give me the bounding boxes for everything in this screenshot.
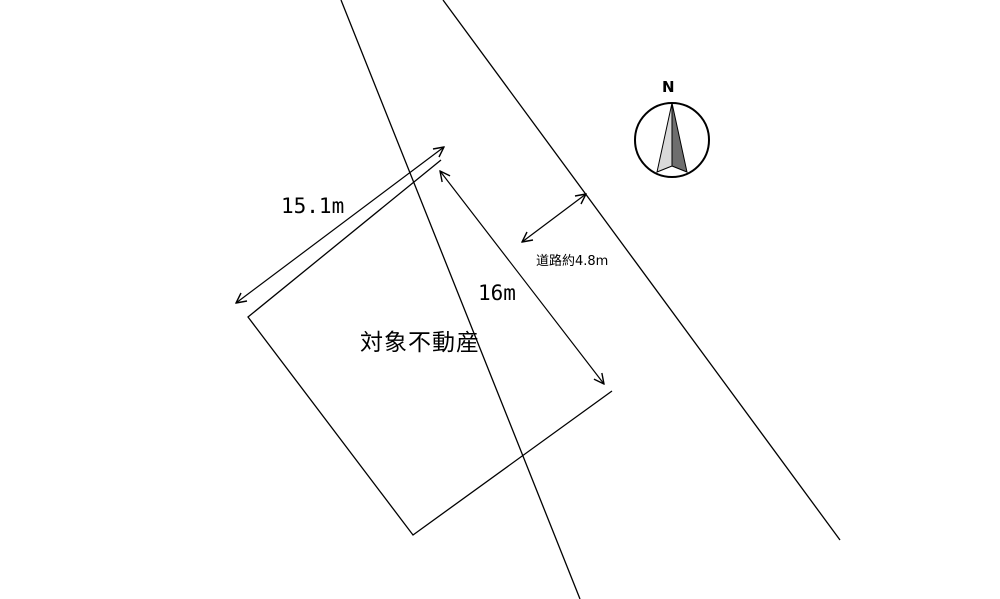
road-width-dimension-line xyxy=(522,194,586,242)
compass-needle-dark xyxy=(671,102,688,173)
depth-label: 16m xyxy=(478,281,516,305)
road-width-label: 道路約4.8m xyxy=(536,254,609,269)
road-edge-right xyxy=(442,0,841,541)
north-compass-icon xyxy=(634,102,710,178)
width-dimension-line xyxy=(236,147,444,303)
frontage-width-label: 15.1m xyxy=(281,194,345,218)
compass-north-label: N xyxy=(662,78,675,96)
property-label: 対象不動産 xyxy=(360,330,480,356)
road xyxy=(340,0,841,599)
road-edge-left xyxy=(340,0,581,599)
depth-dimension-line xyxy=(440,171,604,384)
